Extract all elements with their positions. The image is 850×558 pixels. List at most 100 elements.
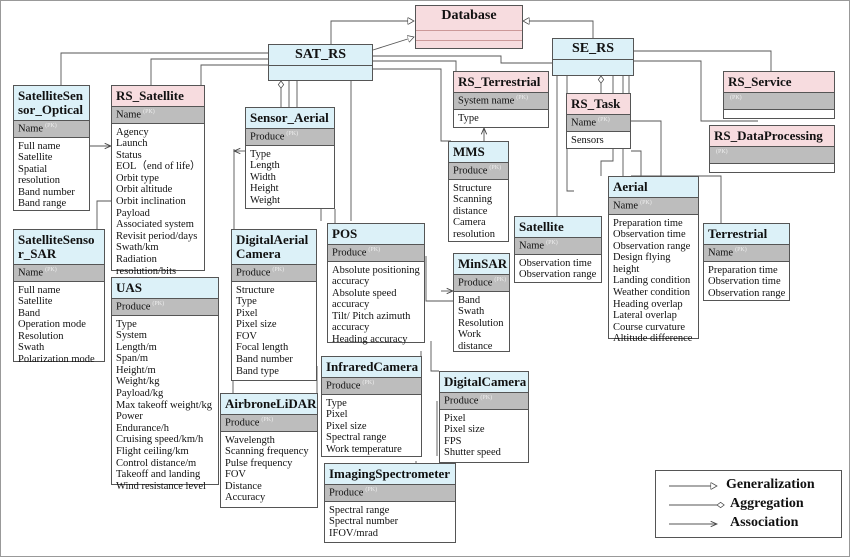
class-rs-task[interactable]: RS_Task Name(PK) Sensors xyxy=(566,93,631,149)
attribute: Spectral number xyxy=(329,516,399,528)
attribute: Width xyxy=(250,171,276,183)
attribute: Pixel xyxy=(236,307,258,319)
class-title: DigitalAerial Camera xyxy=(232,230,316,265)
pk-row: Produce(PK) xyxy=(449,163,508,180)
class-title: UAS xyxy=(112,278,218,299)
attribute: accuracy xyxy=(332,276,370,288)
attribute: Observation time xyxy=(708,276,781,288)
attribute: resolution xyxy=(453,228,495,240)
class-title: RS_Terrestrial xyxy=(454,72,548,93)
attribute: Type xyxy=(250,148,271,160)
class-imagingspectrometer[interactable]: ImagingSpectrometer Produce(PK) Spectral… xyxy=(324,463,456,543)
pk-row: Name(PK) xyxy=(14,265,104,282)
class-title: POS xyxy=(328,224,424,245)
class-title: Terrestrial xyxy=(704,224,789,245)
legend-association: Association xyxy=(730,515,799,530)
pk-row: Name(PK) xyxy=(515,238,601,255)
attribute: Span/m xyxy=(116,353,149,365)
pk-row: System name(PK) xyxy=(454,93,548,110)
attribute: Landing condition xyxy=(613,275,691,287)
pk-tag: (PK) xyxy=(480,395,493,401)
attribute: Type xyxy=(116,318,137,330)
attribute: Altitude difference xyxy=(613,333,693,345)
attribute: Revisit period/days xyxy=(116,230,198,242)
attribute: Swath xyxy=(18,342,45,354)
attribute: Structure xyxy=(236,284,275,296)
pk-row: Name(PK) xyxy=(14,121,89,138)
class-title: Database xyxy=(416,6,522,26)
pk-name: Name xyxy=(116,109,142,121)
attribute: Weather condition xyxy=(613,287,691,299)
pk-row: Produce(PK) xyxy=(112,299,218,316)
attribute: Shutter speed xyxy=(444,447,501,459)
pk-name: Name xyxy=(708,247,734,259)
pk-tag: (PK) xyxy=(261,417,274,423)
pk-row: Produce(PK) xyxy=(454,275,509,292)
class-title: DigitalCamera xyxy=(440,372,528,393)
attribute: FOV xyxy=(236,330,258,342)
attribute: Band xyxy=(458,294,481,306)
attribute: distance xyxy=(458,340,493,352)
attribute: Resolution xyxy=(458,317,504,329)
attribute: FPS xyxy=(444,435,462,447)
attribute: Band type xyxy=(236,365,279,377)
attribute: Max takeoff weight/kg xyxy=(116,399,213,411)
pk-tag: (PK) xyxy=(286,131,299,137)
attribute: Associated system xyxy=(116,219,194,231)
pk-tag: (PK) xyxy=(45,123,57,129)
pk-name: Name xyxy=(613,200,639,212)
class-rs-service[interactable]: RS_Service (PK) xyxy=(723,71,835,119)
pk-tag: (PK) xyxy=(272,267,285,273)
pk-tag: (PK) xyxy=(516,95,528,101)
pk-row: Produce(PK) xyxy=(440,393,528,410)
attribute: Satellite xyxy=(18,296,53,308)
attribute: Course curvature xyxy=(613,321,686,333)
attribute: Height/m xyxy=(116,364,156,376)
attribute: Absolute positioning xyxy=(332,264,420,276)
attribute: Spatial xyxy=(18,163,48,175)
class-database[interactable]: Database xyxy=(415,5,523,49)
attribute: Observation range xyxy=(708,287,786,299)
attribute: Camera xyxy=(453,217,486,229)
class-rs-dataprocessing[interactable]: RS_DataProcessing (PK) xyxy=(709,125,835,173)
pk-name: Name xyxy=(519,240,545,252)
attribute: Observation time xyxy=(613,229,686,241)
attribute: Weight xyxy=(250,194,281,206)
class-digitalaerialcamera[interactable]: DigitalAerial Camera Produce(PK) Structu… xyxy=(231,229,317,381)
attribute: Length xyxy=(250,160,280,172)
class-satellitesensor-optical[interactable]: SatelliteSensor_Optical Name(PK) Full na… xyxy=(13,85,90,211)
pk-row: Produce(PK) xyxy=(232,265,316,282)
attribute: Swath/km xyxy=(116,242,159,254)
pk-tag: (PK) xyxy=(716,149,728,155)
attribute: Band xyxy=(18,307,41,319)
class-se-rs[interactable]: SE_RS xyxy=(552,38,634,76)
attribute: Operation mode xyxy=(18,319,86,331)
class-sat-rs[interactable]: SAT_RS xyxy=(268,44,373,81)
class-title: SAT_RS xyxy=(269,45,372,66)
class-title: Sensor_Aerial xyxy=(246,108,334,129)
attribute: Band number xyxy=(18,186,75,198)
class-rs-terrestrial[interactable]: RS_Terrestrial System name(PK) Type xyxy=(453,71,549,128)
class-title: AirbroneLiDAR xyxy=(221,394,317,415)
pk-row: Produce(PK) xyxy=(322,378,421,395)
